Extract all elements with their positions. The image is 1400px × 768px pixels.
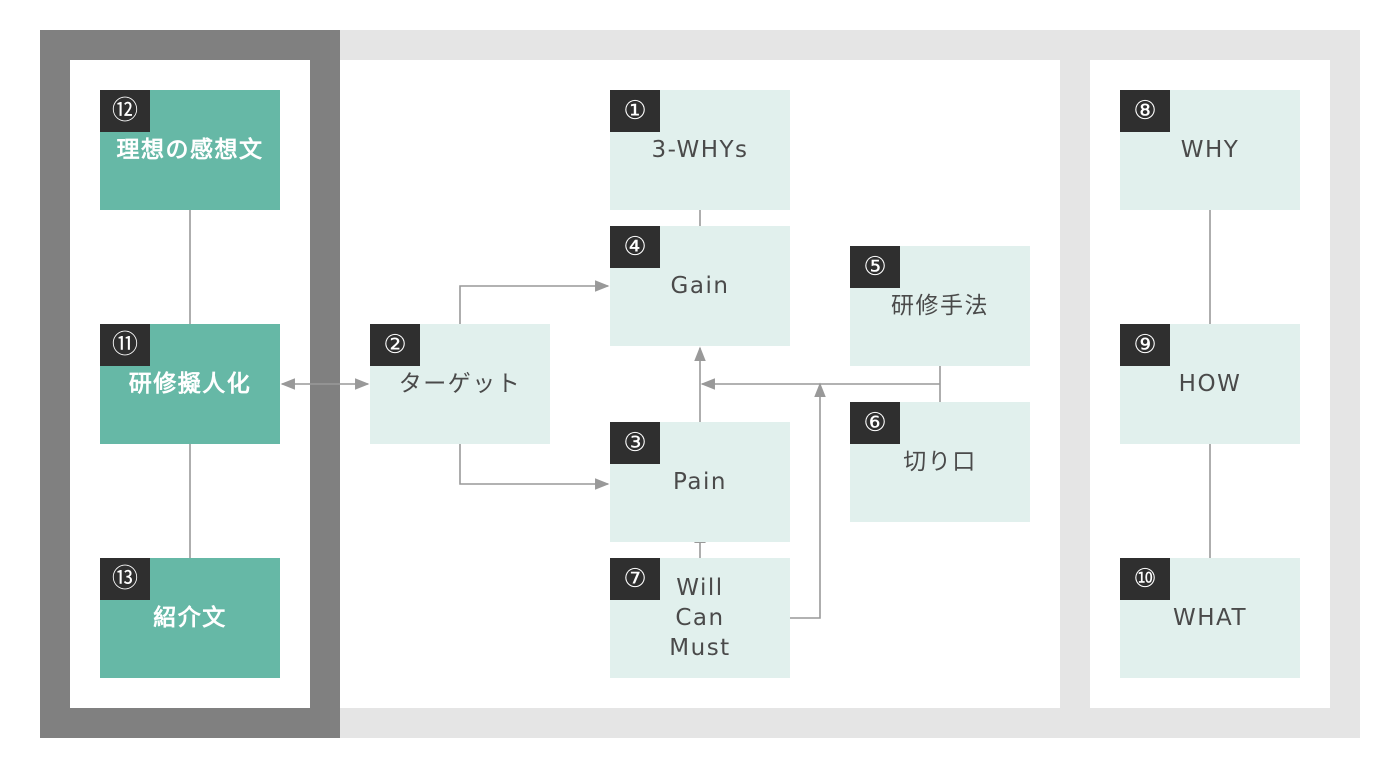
node-number-badge: ③: [610, 422, 660, 464]
node-number-badge: ⑧: [1120, 90, 1170, 132]
node-1-3-whys: ① 3-WHYs: [610, 90, 790, 210]
node-11-training-personification: ⑪ 研修擬人化: [100, 324, 280, 444]
node-5-training-method: ⑤ 研修手法: [850, 246, 1030, 366]
arrow-2-to-3: [459, 444, 610, 490]
node-label: HOW: [1178, 371, 1242, 397]
node-number-badge: ⑨: [1120, 324, 1170, 366]
node-9-how: ⑨ HOW: [1120, 324, 1300, 444]
node-number-badge: ⑬: [100, 558, 150, 600]
arrow-2-to-4: [459, 280, 610, 324]
node-label: 3-WHYs: [651, 137, 749, 163]
node-number-badge: ⑤: [850, 246, 900, 288]
node-number-badge: ⑩: [1120, 558, 1170, 600]
node-number-badge: ②: [370, 324, 420, 366]
node-label: Will Can Must: [669, 573, 730, 663]
node-number-badge: ⑪: [100, 324, 150, 366]
node-number-badge: ④: [610, 226, 660, 268]
node-number-badge: ①: [610, 90, 660, 132]
node-label: 切り口: [903, 449, 977, 475]
node-label-line-can: Can: [675, 605, 725, 631]
node-number-badge: ⑦: [610, 558, 660, 600]
node-7-will-can-must: ⑦ Will Can Must: [610, 558, 790, 678]
node-4-gain: ④ Gain: [610, 226, 790, 346]
node-number-badge: ⑫: [100, 90, 150, 132]
node-12-ideal-impression: ⑫ 理想の感想文: [100, 90, 280, 210]
arrow-7-to-stem: [790, 382, 826, 619]
node-label: 理想の感想文: [116, 137, 264, 163]
node-label: 紹介文: [153, 605, 227, 631]
node-label: Pain: [673, 469, 727, 495]
node-10-what: ⑩ WHAT: [1120, 558, 1300, 678]
node-label-line-will: Will: [676, 575, 724, 601]
node-label: ターゲット: [398, 371, 522, 397]
node-3-pain: ③ Pain: [610, 422, 790, 542]
node-label: WHAT: [1172, 605, 1248, 631]
node-label: 研修擬人化: [128, 371, 252, 397]
node-number-badge: ⑥: [850, 402, 900, 444]
node-8-why: ⑧ WHY: [1120, 90, 1300, 210]
node-2-target: ② ターゲット: [370, 324, 550, 444]
node-label-line-must: Must: [669, 635, 731, 661]
node-label: WHY: [1180, 137, 1240, 163]
node-6-angle: ⑥ 切り口: [850, 402, 1030, 522]
node-label: Gain: [670, 273, 730, 299]
node-label: 研修手法: [891, 293, 989, 319]
node-13-introduction: ⑬ 紹介文: [100, 558, 280, 678]
